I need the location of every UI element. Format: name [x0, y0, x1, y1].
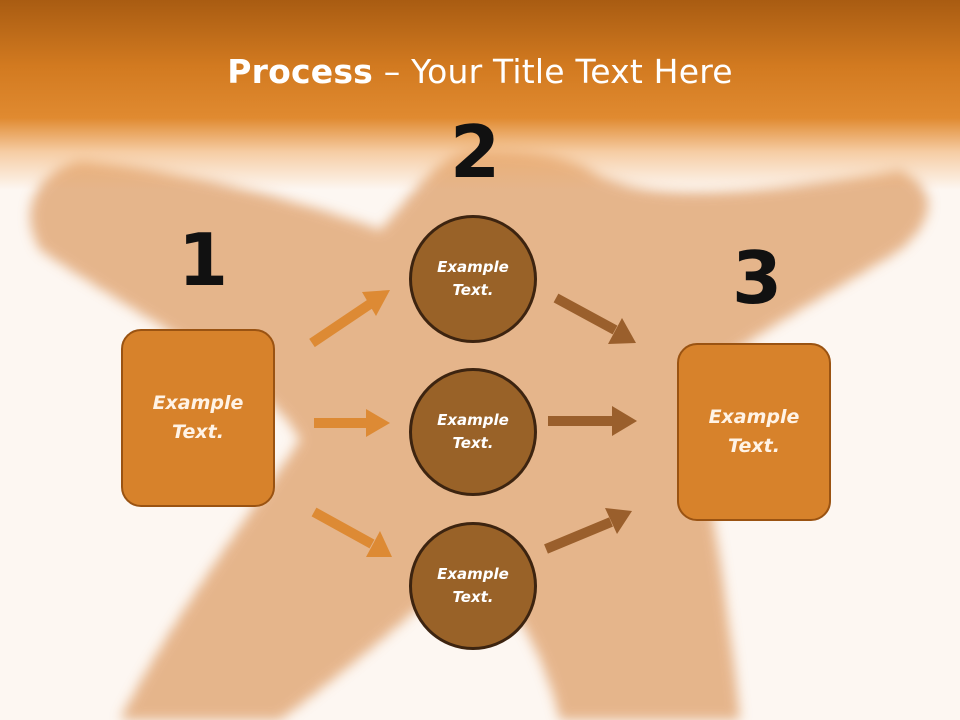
step-number-2: 2 [450, 110, 501, 194]
step-2-circle-bottom: Example Text. [409, 522, 537, 650]
step-2-circle-middle: Example Text. [409, 368, 537, 496]
title-bold: Process [227, 52, 374, 91]
step-number-1: 1 [178, 218, 229, 302]
arrow-left-to-bottom [311, 507, 392, 557]
step-number-3: 3 [732, 236, 783, 320]
step-1-box: Example Text. [121, 329, 275, 507]
arrow-top-to-right [553, 293, 636, 344]
arrow-bottom-to-right [544, 508, 632, 554]
title-rest: – Your Title Text Here [373, 52, 733, 91]
arrow-left-to-middle [314, 409, 390, 437]
arrow-middle-to-right [548, 406, 637, 436]
arrow-left-to-top [309, 290, 390, 348]
slide-title: Process – Your Title Text Here [0, 52, 960, 91]
header-band [0, 0, 960, 190]
step-3-box: Example Text. [677, 343, 831, 521]
step-2-circle-top: Example Text. [409, 215, 537, 343]
